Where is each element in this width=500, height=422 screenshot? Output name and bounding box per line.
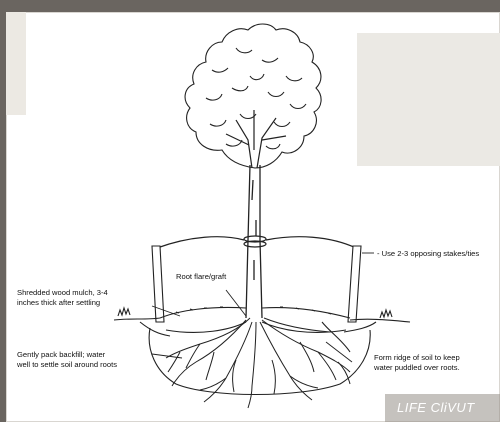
label-ridge-line1: Form ridge of soil to keep — [374, 353, 460, 363]
planting-hole — [149, 322, 370, 395]
watermark: LIFE CliVUT — [385, 394, 500, 422]
trunk-ties — [157, 236, 356, 248]
label-ridge-line2: water puddled over roots. — [374, 363, 460, 373]
label-mulch-line2: inches thick after settling — [17, 298, 100, 308]
label-backfill-line2: well to settle soil around roots — [17, 360, 117, 370]
label-mulch-line1: Shredded wood mulch, 3-4 — [17, 288, 108, 298]
stakes — [152, 246, 361, 322]
label-root-flare: Root flare/graft — [176, 272, 226, 282]
label-stakes: - Use 2-3 opposing stakes/ties — [377, 249, 479, 259]
tree-crown — [185, 24, 321, 168]
label-backfill-line1: Gently pack backfill; water — [17, 350, 105, 360]
